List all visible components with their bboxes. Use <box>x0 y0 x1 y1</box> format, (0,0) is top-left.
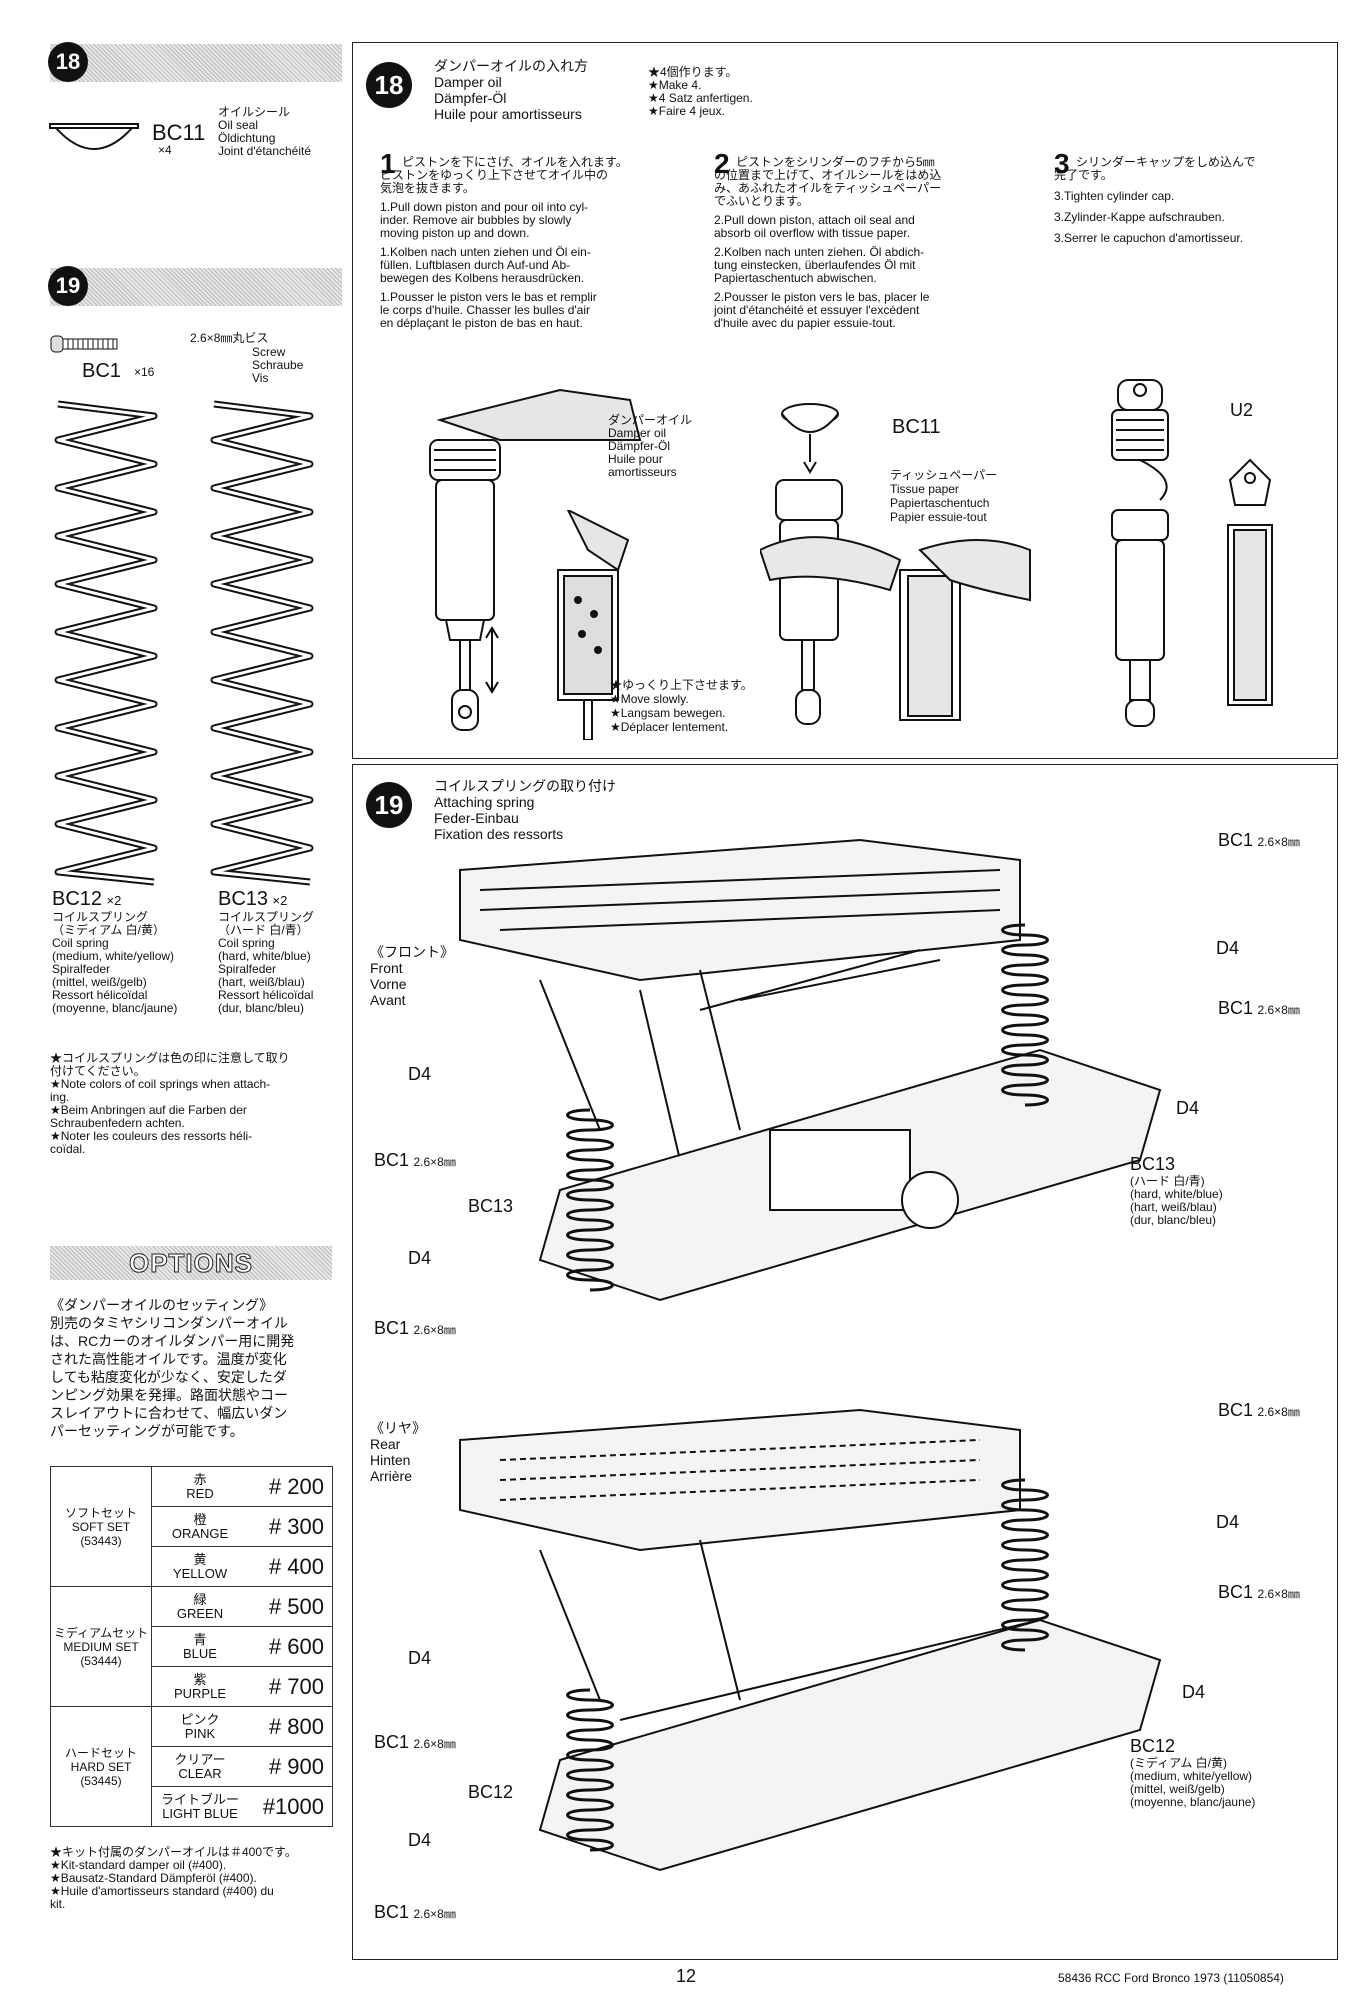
bc13-spring-label: BC13 ×2 コイルスプリング（ハード 白/青） Coil spring(ha… <box>218 888 315 1015</box>
front-bc1-top-right: BC1 2.6×8㎜ <box>1218 830 1300 850</box>
bc13-code: BC13 <box>218 888 269 910</box>
step19-panel <box>352 764 1338 1960</box>
spring-color-notes: ★コイルスプリングは色の印に注意して取り付けてください。 ★Note color… <box>50 1051 290 1156</box>
front-d4-left-2: D4 <box>408 1248 432 1268</box>
bc11-callout: BC11 <box>892 416 941 438</box>
options-title: OPTIONS <box>128 1247 253 1278</box>
oil-purple-num: # 700 <box>248 1666 333 1707</box>
front-bc1-left-2: BC1 2.6×8㎜ <box>374 1318 456 1338</box>
step18-badge: 18 <box>366 62 412 108</box>
front-bc13-right: BC13 (ハード 白/青)(hard, white/blue)(hart, w… <box>1130 1154 1223 1227</box>
bc1-qty: ×16 <box>134 365 155 379</box>
rear-d4-right-1: D4 <box>1216 1512 1240 1532</box>
rear-chassis-illustration <box>459 1408 1162 1872</box>
front-bc13-left: BC13 <box>468 1196 514 1216</box>
oil-yellow-num: # 400 <box>248 1546 333 1587</box>
step18-make-note: ★4個作ります。★Make 4. ★4 Satz anfertigen.★Fai… <box>648 65 753 118</box>
rear-bc1-left-2: BC1 2.6×8㎜ <box>374 1902 456 1922</box>
step18-panel <box>352 42 1338 759</box>
front-bc1-mid-right: BC1 2.6×8㎜ <box>1218 998 1300 1018</box>
bc11-qty: ×4 <box>158 143 172 157</box>
front-chassis-illustration <box>459 838 1162 1302</box>
oil-blue-num: # 600 <box>248 1626 333 1667</box>
oil-green-num: # 500 <box>248 1586 333 1627</box>
bc12-qty: ×2 <box>106 893 122 908</box>
oil-red-num: # 200 <box>248 1466 333 1507</box>
damper-oil-fill-illustration <box>429 388 642 731</box>
front-d4-left-1: D4 <box>408 1064 432 1084</box>
front-bc1-left-1: BC1 2.6×8㎜ <box>374 1150 456 1170</box>
bc12-code: BC12 <box>52 888 103 910</box>
front-d4-right-1: D4 <box>1216 938 1240 958</box>
damper-oil-cutaway-illustration <box>557 510 630 740</box>
front-d4-right-2: D4 <box>1176 1098 1200 1118</box>
step19-left-header <box>50 268 342 306</box>
kit-code: 58436 RCC Ford Bronco 1973 (11050854) <box>1058 1971 1284 1985</box>
options-intro: 《ダンパーオイルのセッティング》別売のタミヤシリコンダンパーオイル は、RCカー… <box>50 1297 295 1439</box>
rear-bc12-left: BC12 <box>468 1782 514 1802</box>
options-header: OPTIONS <box>50 1246 332 1280</box>
screw-size: 2.6×8㎜丸ビス <box>190 331 269 345</box>
step19-badge: 19 <box>366 782 412 828</box>
oil-light-blue-num: #1000 <box>248 1786 333 1827</box>
cylinder-cap-illustration <box>1111 379 1273 727</box>
step18-left-badge: 18 <box>48 42 88 82</box>
bc1-code: BC1 <box>82 360 121 382</box>
options-footnotes: ★キット付属のダンパーオイルは＃400です。★Kit-standard damp… <box>50 1845 297 1911</box>
step18-instruction-3: 3 シリンダーキャップをしめ込んで 完了です。 3.Tighten cylind… <box>1054 148 1256 245</box>
rear-bc1-top-right: BC1 2.6×8㎜ <box>1218 1400 1300 1420</box>
rear-d4-left-2: D4 <box>408 1830 432 1850</box>
step19-left-badge: 19 <box>48 266 88 306</box>
step18-instruction-1: 1 ピストンを下にさげ、オイルを入れます。 ピストンをゆっくり上下させてオイル中… <box>380 148 628 330</box>
page-number: 12 <box>676 1966 697 1986</box>
bc11-code: BC11 <box>152 120 206 145</box>
oil-seal-install-illustration <box>760 403 1031 725</box>
u2-callout: U2 <box>1230 400 1254 420</box>
oil-clear-num: # 900 <box>248 1746 333 1787</box>
oil-pink-num: # 800 <box>248 1706 333 1747</box>
screw-part-icon <box>50 335 118 353</box>
bc12-spring-label: BC12 ×2 コイルスプリング（ミディアム 白/黄） Coil spring(… <box>52 888 178 1015</box>
coil-spring-bc13-icon <box>210 400 314 886</box>
rear-d4-left-1: D4 <box>408 1648 432 1668</box>
oil-seal-part-icon <box>49 123 139 150</box>
bc13-qty: ×2 <box>272 893 288 908</box>
rear-bc12-right: BC12 (ミディアム 白/黄)(medium, white/yellow)(m… <box>1130 1736 1256 1809</box>
move-slowly-note: ★ゆっくり上下させます。★Move slowly. ★Langsam beweg… <box>610 678 753 734</box>
step18-instruction-2: 2 ピストンをシリンダーのフチから5㎜ の位置まで上げて、オイルシールをはめ込み… <box>714 148 942 330</box>
coil-spring-bc12-icon <box>54 400 158 886</box>
rear-bc1-left-1: BC1 2.6×8㎜ <box>374 1732 456 1752</box>
rear-bc1-mid-right: BC1 2.6×8㎜ <box>1218 1582 1300 1602</box>
oil-orange-num: # 300 <box>248 1506 333 1547</box>
step18-left-header <box>50 44 342 82</box>
rear-d4-right-2: D4 <box>1182 1682 1206 1702</box>
